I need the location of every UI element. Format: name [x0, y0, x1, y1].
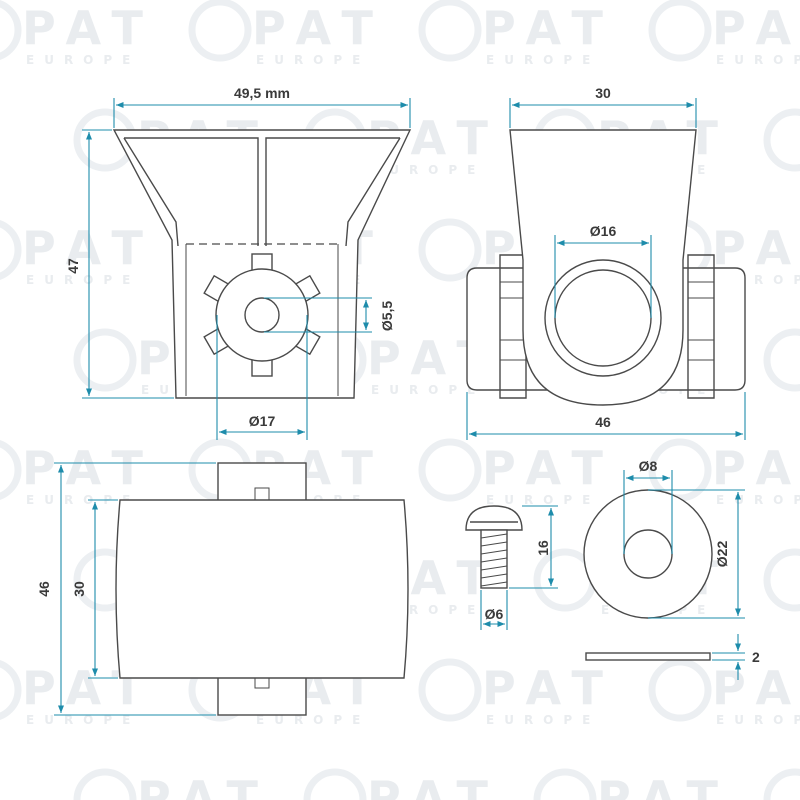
watermark-sub: EUROPE — [716, 53, 800, 67]
watermark-brand: PAT — [712, 221, 800, 275]
watermark-logo-ring — [0, 660, 22, 720]
dim-top-inner-height: 30 — [71, 581, 87, 597]
watermark-brand: PAT — [712, 441, 800, 495]
watermark-brand: PAT — [712, 1, 800, 55]
dim-side-base-width: 46 — [595, 414, 611, 430]
watermark-logo-ring — [418, 218, 482, 282]
watermark-brand: PAT — [22, 441, 157, 495]
watermark-sub: EUROPE — [716, 713, 800, 727]
watermark-logo-ring — [763, 548, 800, 612]
watermark-brand: PAT — [22, 221, 157, 275]
watermark-brand: PAT — [482, 441, 617, 495]
dim-front-width: 49,5 mm — [234, 85, 290, 101]
dim-gear-diameter: Ø17 — [249, 413, 276, 429]
dim-washer-outer-diameter: Ø22 — [714, 541, 730, 568]
watermark-brand: PAT — [22, 1, 157, 55]
dim-top-outer-height: 46 — [36, 581, 52, 597]
watermark-logo-ring — [303, 768, 367, 800]
watermark-brand: PAT — [597, 771, 732, 800]
watermark-logo-ring — [73, 328, 137, 392]
watermark-logo-ring — [648, 0, 712, 62]
watermark-logo-ring — [0, 440, 22, 500]
watermark-logo-ring — [763, 768, 800, 800]
watermark-logo-ring — [763, 328, 800, 392]
dim-screw-head-height: 16 — [535, 540, 551, 556]
watermark-sub: EUROPE — [26, 493, 140, 507]
watermark-sub: EUROPE — [256, 53, 370, 67]
watermark-logo-ring — [0, 220, 22, 280]
watermark-sub: EUROPE — [256, 713, 370, 727]
watermark-sub: EUROPE — [26, 273, 140, 287]
watermark-brand: PAT — [712, 661, 800, 715]
washer-view: Ø8 Ø22 2 — [583, 458, 760, 680]
watermark-logo-ring — [418, 438, 482, 502]
watermark-logo-ring — [763, 108, 800, 172]
watermark-sub: EUROPE — [486, 713, 600, 727]
dim-side-bore-diameter: Ø16 — [590, 223, 617, 239]
watermark-logo-ring — [648, 658, 712, 722]
watermark-brand: PAT — [252, 1, 387, 55]
watermark-sub: EUROPE — [486, 53, 600, 67]
front-view: 49,5 mm 47 Ø5,5 Ø17 — [65, 85, 412, 440]
watermark-logo-ring — [0, 0, 22, 60]
watermark-sub: EUROPE — [26, 53, 140, 67]
watermark-logo-ring — [73, 768, 137, 800]
watermark-brand: PAT — [137, 771, 272, 800]
watermark-sub: EUROPE — [716, 493, 800, 507]
dim-side-top-width: 30 — [595, 85, 611, 101]
watermark-sub: EUROPE — [486, 493, 600, 507]
dim-washer-thickness: 2 — [752, 649, 760, 665]
watermark-brand: PAT — [482, 661, 617, 715]
dim-hole-diameter: Ø5,5 — [379, 301, 395, 332]
watermark-brand: PAT — [482, 1, 617, 55]
watermark-logo-ring — [188, 0, 252, 62]
top-view: 46 30 — [36, 462, 409, 716]
watermark-logo-ring — [533, 768, 597, 800]
front-gear — [203, 253, 321, 377]
dim-front-height: 47 — [65, 258, 81, 274]
watermark-sub: EUROPE — [26, 713, 140, 727]
watermark-logo-ring — [418, 658, 482, 722]
watermark-sub: EUROPE — [371, 383, 485, 397]
dim-screw-diameter: Ø6 — [485, 606, 504, 622]
watermark-logo-ring — [418, 0, 482, 62]
watermark-sub: EUROPE — [371, 163, 485, 177]
side-view: 30 Ø16 46 — [466, 85, 746, 440]
watermark-brand: PAT — [367, 771, 502, 800]
screw-view: 16 Ø6 — [465, 505, 558, 630]
dim-washer-hole-diameter: Ø8 — [639, 458, 658, 474]
